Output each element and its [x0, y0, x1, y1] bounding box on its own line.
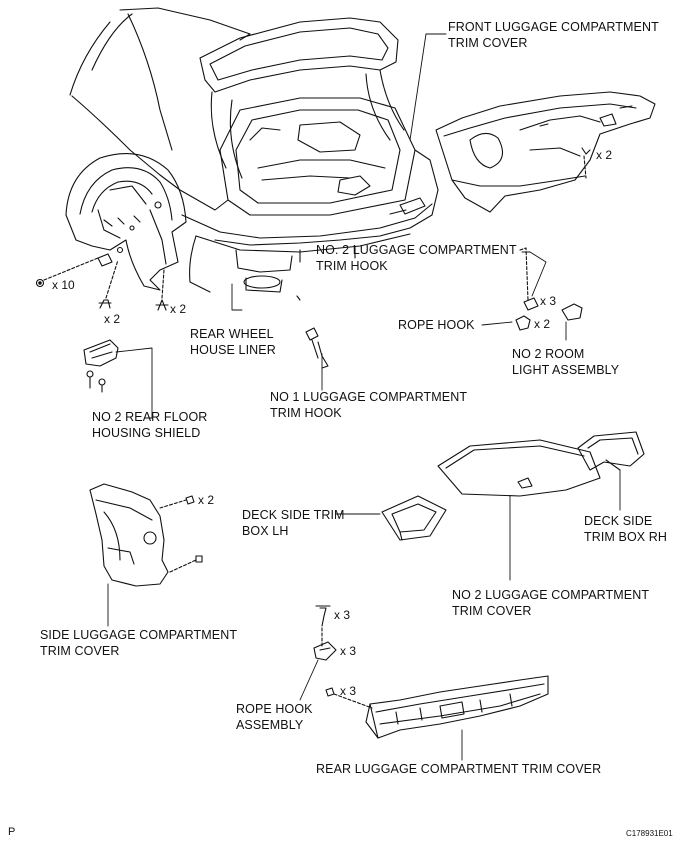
label-deck-rh-line1: DECK SIDE [584, 514, 653, 528]
label-room-light-line1: NO 2 ROOM [512, 347, 585, 361]
label-side-cover-line1: SIDE LUGGAGE COMPARTMENT [40, 628, 238, 642]
rear-wheel-house-liner-art [65, 153, 187, 291]
label-no2-hook-line2: TRIM HOOK [316, 259, 388, 273]
label-room-light-line2: LIGHT ASSEMBLY [512, 363, 620, 377]
qty-hook-assy: x 3 [340, 644, 357, 658]
label-wheel-liner-line1: REAR WHEEL [190, 327, 274, 341]
rear-floor-housing-shield-art [83, 339, 119, 393]
page-mark: P [8, 826, 16, 838]
qty-rope-hook: x 2 [534, 317, 551, 331]
qty-liner-nut: x 10 [52, 278, 75, 292]
figure-code: C178931E01 [626, 829, 673, 838]
side-trim-cover-art [89, 483, 203, 587]
qty-rear-clip: x 3 [340, 684, 357, 698]
label-wheel-liner-line2: HOUSE LINER [190, 343, 276, 357]
deck-side-trim-box-lh-art [381, 495, 447, 541]
label-rear-cover: REAR LUGGAGE COMPARTMENT TRIM COVER [316, 762, 602, 776]
qty-hook-bolt: x 3 [334, 608, 351, 622]
label-side-cover-line2: TRIM COVER [40, 644, 120, 658]
label-no1-hook-line1: NO 1 LUGGAGE COMPARTMENT [270, 390, 468, 404]
no2-trim-cover-art [437, 439, 601, 497]
label-floor-shield-line1: NO 2 REAR FLOOR [92, 410, 208, 424]
vehicle-rear-body [69, 7, 439, 301]
label-rope-hook: ROPE HOOK [398, 318, 475, 332]
qty-no2-hook: x 3 [540, 294, 557, 308]
deck-side-trim-box-rh-art [577, 431, 645, 471]
liner-fasteners-art [35, 253, 169, 311]
qty-liner-screw: x 2 [104, 312, 121, 326]
label-rope-hook-assy-line1: ROPE HOOK [236, 702, 313, 716]
rear-trim-cover-art [365, 675, 549, 739]
front-trim-cover-art [435, 91, 656, 213]
label-no2-cover-line2: TRIM COVER [452, 604, 532, 618]
label-deck-lh-line1: DECK SIDE TRIM [242, 508, 345, 522]
label-floor-shield-line2: HOUSING SHIELD [92, 426, 201, 440]
leader-lines [107, 33, 621, 761]
label-front-trim-cover-line1: FRONT LUGGAGE COMPARTMENT [448, 20, 659, 34]
label-rope-hook-assy-line2: ASSEMBLY [236, 718, 304, 732]
label-no2-hook-line1: NO. 2 LUGGAGE COMPARTMENT [316, 243, 517, 257]
label-no2-cover-line1: NO 2 LUGGAGE COMPARTMENT [452, 588, 650, 602]
label-no1-hook-line2: TRIM HOOK [270, 406, 342, 420]
label-deck-rh-line2: TRIM BOX RH [584, 530, 668, 544]
label-front-trim-cover-line2: TRIM COVER [448, 36, 528, 50]
qty-liner-clip: x 2 [170, 302, 187, 316]
qty-front-clip: x 2 [596, 148, 613, 162]
hooks-art [305, 247, 583, 369]
rope-hook-assembly-art [313, 605, 373, 709]
label-deck-lh-line2: BOX LH [242, 524, 289, 538]
qty-side-clip: x 2 [198, 493, 215, 507]
